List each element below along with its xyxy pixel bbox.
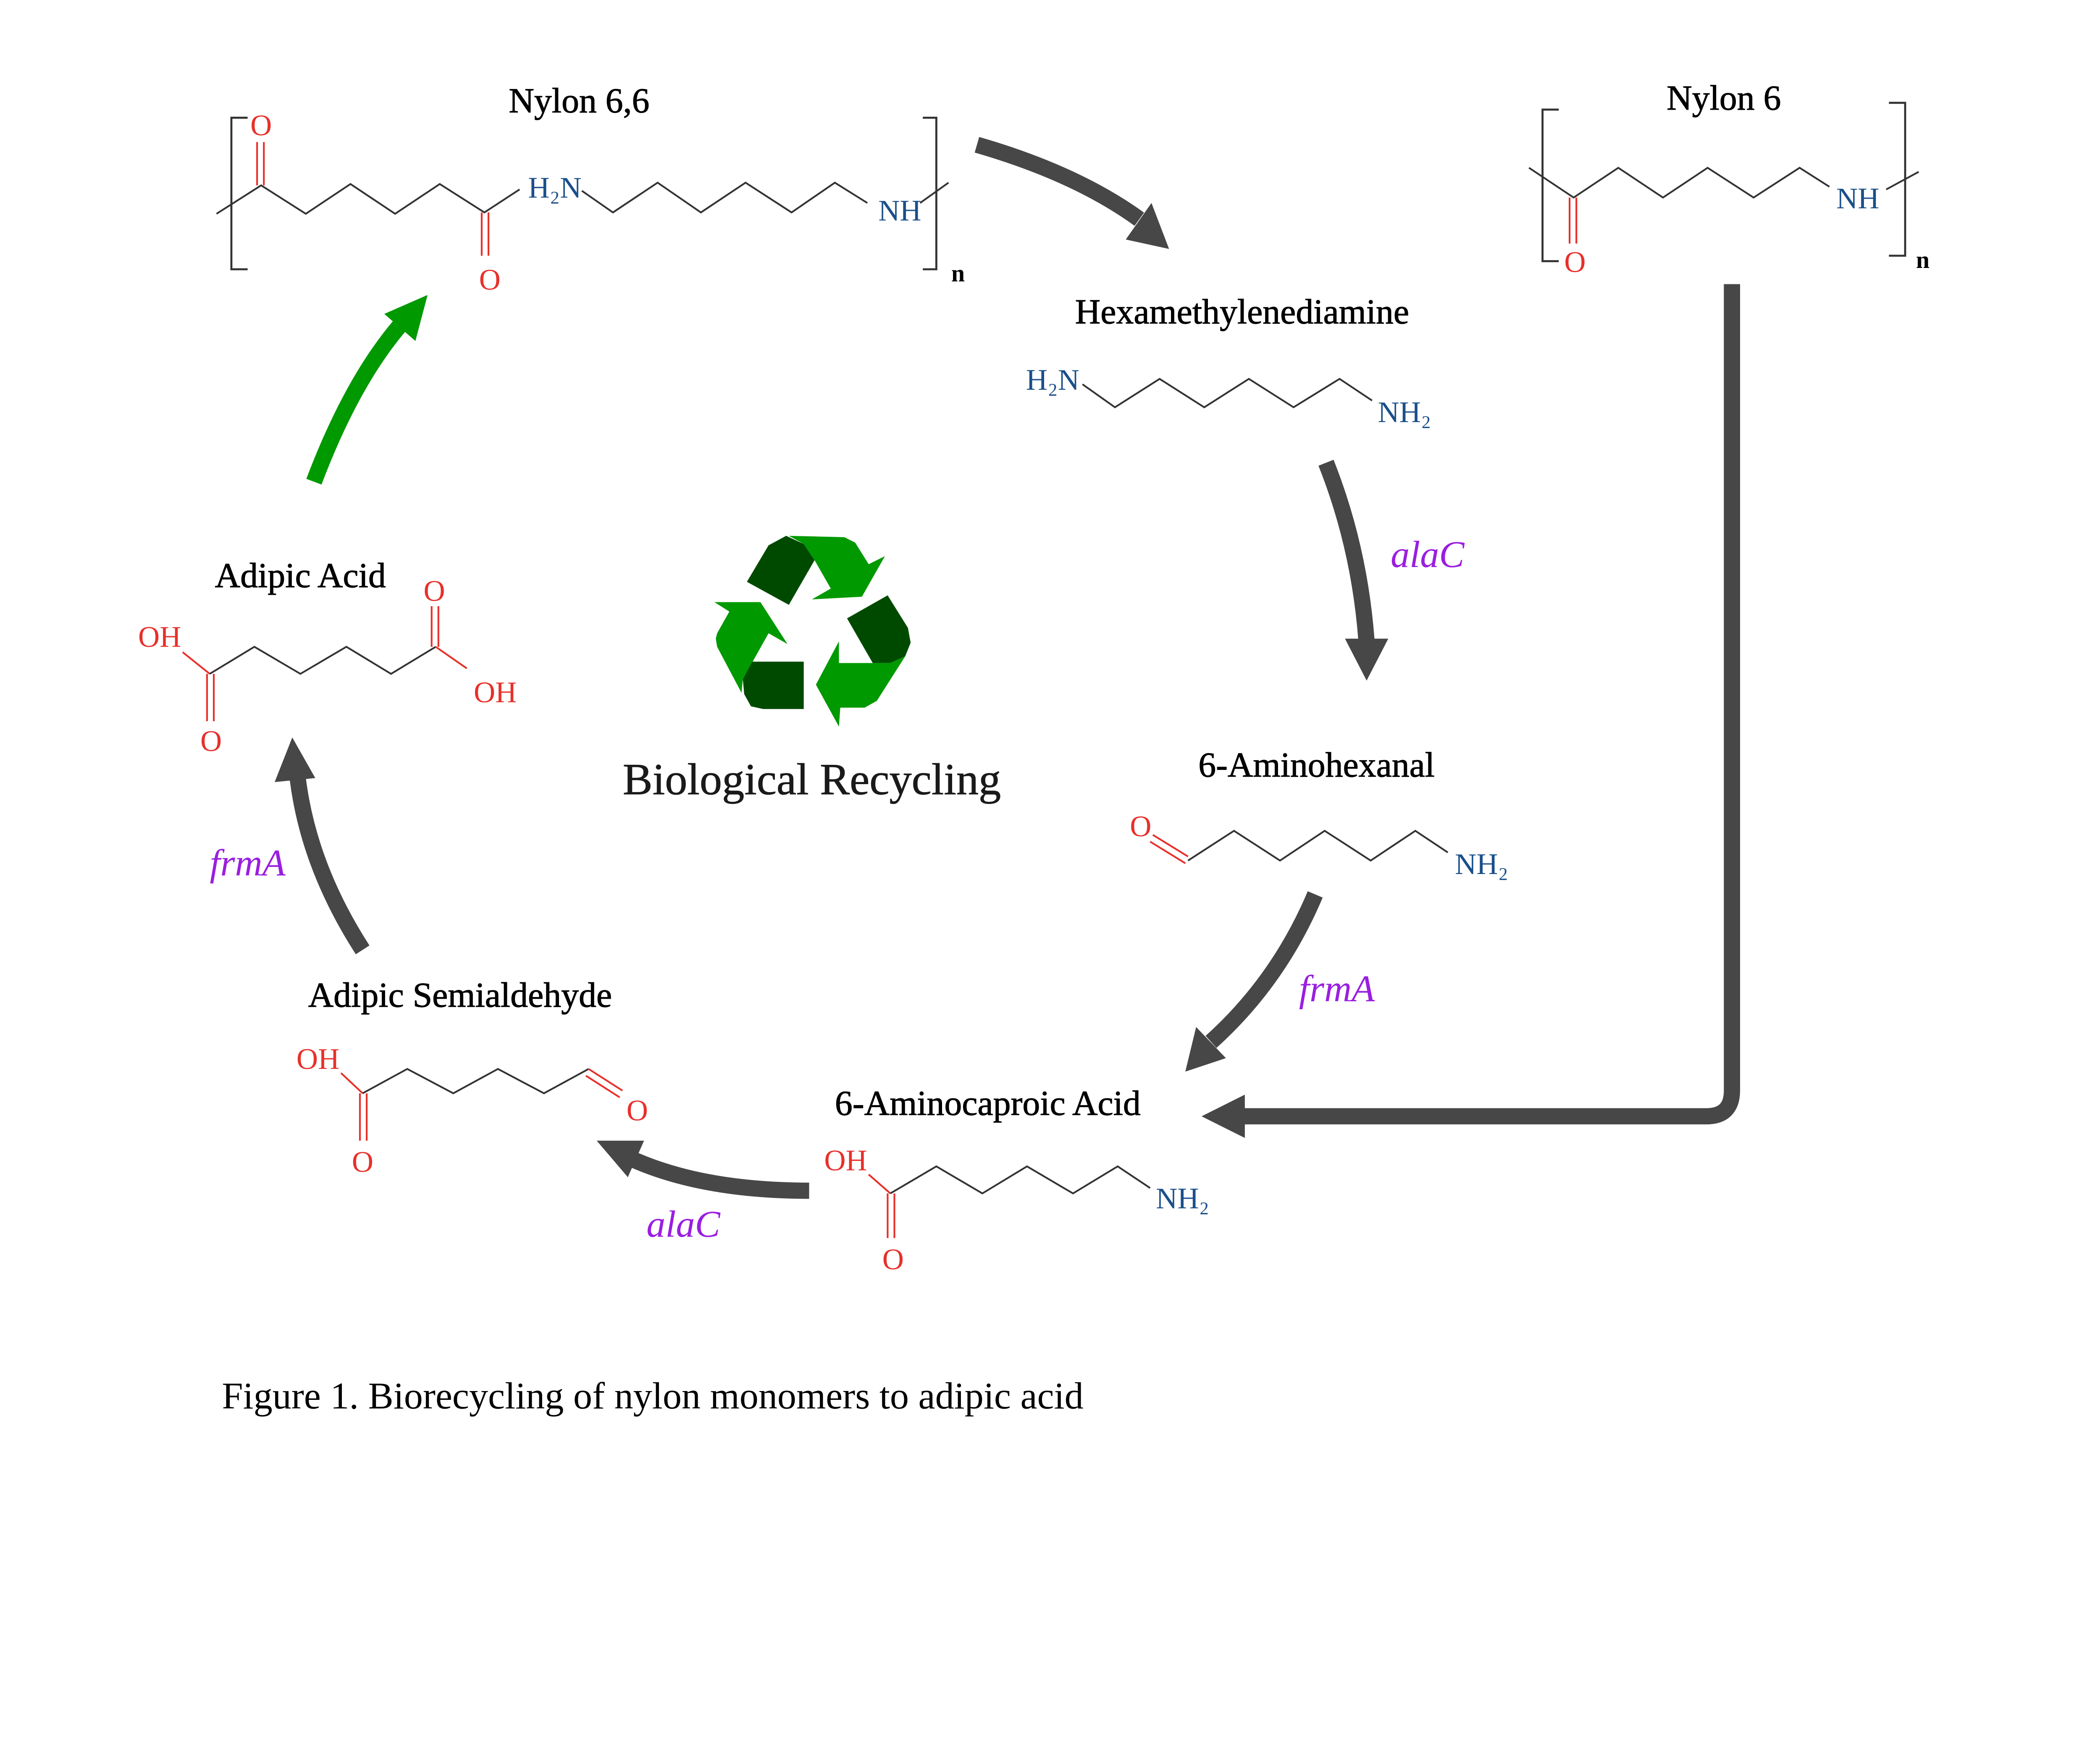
bond xyxy=(868,1173,891,1194)
adipic-semialdehyde-structure: Adipic Semialdehyde OH O O xyxy=(297,975,648,1179)
oxygen-atom: O xyxy=(250,109,272,142)
oxygen-atom: O xyxy=(882,1243,904,1276)
left-bracket xyxy=(1541,108,1559,262)
double-bond xyxy=(585,1075,620,1098)
enzyme-label-alac: alaC xyxy=(1391,533,1465,575)
aminohexanal-structure: 6-Aminohexanal O NH₂ xyxy=(1130,746,1508,881)
oxygen-atom: O xyxy=(479,263,501,296)
oxygen-atom: O xyxy=(1130,810,1151,843)
nitrogen-atom: NH xyxy=(878,194,921,227)
bond xyxy=(1885,171,1919,190)
bond-chain xyxy=(1528,166,1830,199)
bond-chain xyxy=(209,646,436,675)
recycle-icon xyxy=(714,536,911,727)
adipic-acid-label: Adipic Acid xyxy=(215,556,386,595)
nitrogen-atom: NH₂ xyxy=(1455,848,1508,881)
enzyme-label-frma: frmA xyxy=(210,842,286,884)
nylon-6-structure: Nylon 6 n O NH xyxy=(1528,78,1929,279)
arrow-aminohexanal-to-aminocaproic xyxy=(1185,891,1323,1072)
aminocaproic-acid-label: 6-Aminocaproic Acid xyxy=(835,1084,1141,1123)
left-bracket xyxy=(230,116,248,270)
diagram-center-title: Biological Recycling xyxy=(623,754,1001,804)
hexamethylenediamine-structure: Hexamethylenediamine H₂N NH₂ xyxy=(1026,292,1431,429)
nylon-66-label: Nylon 6,6 xyxy=(509,81,649,120)
arrow-semialdehyde-to-adipic xyxy=(274,737,370,955)
nylon-6-label: Nylon 6 xyxy=(1667,79,1781,118)
arrow-aminocaproic-to-semialdehyde xyxy=(596,1140,809,1199)
bond-chain xyxy=(1187,830,1449,862)
hydroxyl-group: OH xyxy=(297,1043,339,1076)
repeat-n: n xyxy=(1916,246,1929,273)
enzyme-label-alac: alaC xyxy=(646,1203,720,1245)
bond xyxy=(435,646,467,669)
biorecycling-diagram: Nylon 6,6 n O O H₂N NH Nylon 6 n O NH He… xyxy=(138,78,1929,1417)
repeat-n: n xyxy=(951,260,965,287)
hydroxyl-group: OH xyxy=(824,1144,867,1177)
adipic-semialdehyde-label: Adipic Semialdehyde xyxy=(308,976,612,1015)
bond-chain xyxy=(216,183,520,215)
right-bracket xyxy=(923,116,937,270)
oxygen-atom: O xyxy=(352,1146,373,1179)
oxygen-atom: O xyxy=(424,575,445,607)
bond-chain xyxy=(1082,378,1373,409)
arrow-nylon6-to-aminocaproic xyxy=(1201,284,1740,1138)
nylon-66-structure: Nylon 6,6 n O O H₂N NH xyxy=(216,81,965,296)
double-bond xyxy=(1152,834,1189,858)
bond xyxy=(919,182,949,204)
arrow-nylon66-to-hmd xyxy=(974,137,1169,249)
nitrogen-atom: NH₂ xyxy=(1378,396,1431,429)
bond xyxy=(340,1072,363,1094)
bond-chain xyxy=(890,1165,1151,1194)
hydroxyl-group: OH xyxy=(138,621,181,654)
double-bond xyxy=(588,1068,623,1092)
adipic-acid-structure: Adipic Acid OH OH O O xyxy=(138,556,517,758)
aminocaproic-acid-structure: 6-Aminocaproic Acid OH O NH₂ xyxy=(824,1084,1209,1276)
arrow-adipic-to-nylon66 xyxy=(306,295,428,485)
nitrogen-atom: H₂N xyxy=(528,171,581,204)
enzyme-label-frma: frmA xyxy=(1299,968,1375,1010)
nitrogen-atom: H₂N xyxy=(1026,364,1079,396)
nitrogen-atom: NH₂ xyxy=(1156,1182,1209,1215)
oxygen-atom: O xyxy=(200,725,222,758)
hexamethylenediamine-label: Hexamethylenediamine xyxy=(1075,292,1409,331)
bond-chain xyxy=(581,181,868,214)
nitrogen-atom: NH xyxy=(1836,182,1879,215)
aminohexanal-label: 6-Aminohexanal xyxy=(1198,746,1435,785)
hydroxyl-group: OH xyxy=(474,676,517,709)
figure-caption: Figure 1. Biorecycling of nylon monomers… xyxy=(222,1375,1083,1417)
right-bracket xyxy=(1889,102,1906,257)
bond xyxy=(182,651,210,675)
double-bond xyxy=(1150,841,1186,864)
oxygen-atom: O xyxy=(1564,246,1586,279)
bond-chain xyxy=(362,1068,589,1095)
oxygen-atom: O xyxy=(627,1095,648,1127)
arrow-hmd-to-aminohexanal xyxy=(1318,459,1389,681)
